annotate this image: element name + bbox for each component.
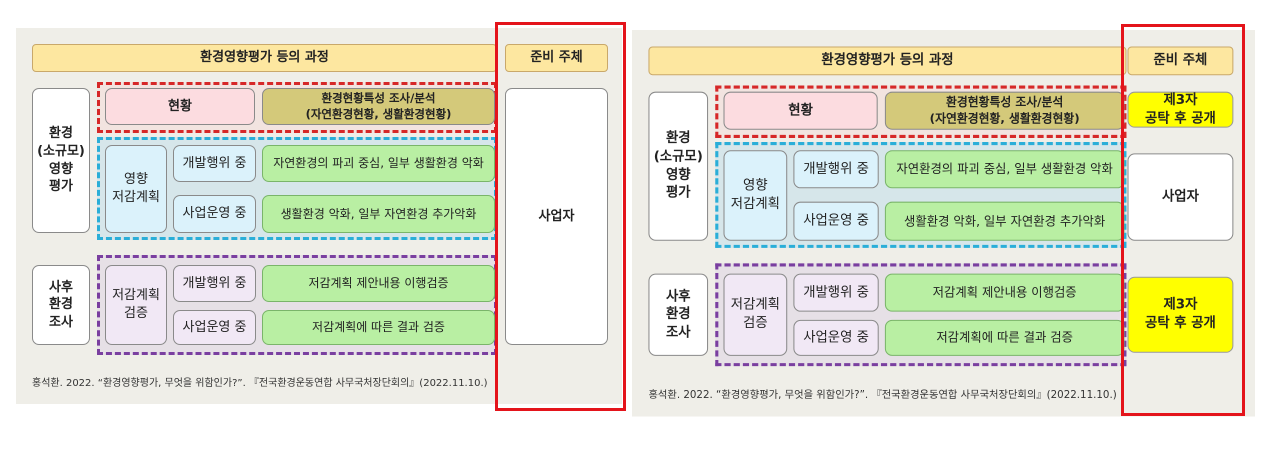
status-desc: 환경현황특성 조사/분석 (자연환경현황, 생활환경현황) [262, 88, 495, 125]
highlight-box-right [1121, 24, 1245, 416]
process-header: 환경영향평가 등의 과정 [648, 46, 1127, 76]
mitigation-phase: 개발행위 중 [793, 150, 879, 189]
citation: 홍석환. 2022. “환경영향평가, 무엇을 위함인가?”. 『전국환경운동연… [32, 378, 488, 389]
preparer-third-party-status: 제3자 공탁 후 공개 [1127, 91, 1234, 128]
mitigation-label: 영향 저감계획 [723, 150, 788, 241]
preparer-business: 사업자 [1127, 153, 1234, 241]
verification-desc: 저감계획 제안내용 이행검증 [262, 265, 495, 302]
post-survey-label: 사후 환경 조사 [32, 265, 90, 345]
mitigation-phase: 사업운영 중 [793, 201, 879, 241]
mitigation-label: 영향 저감계획 [105, 145, 167, 233]
citation: 홍석환. 2022. “환경영향평가, 무엇을 위함인가?”. 『전국환경운동연… [648, 389, 1117, 402]
status-desc: 환경현황특성 조사/분석 (자연환경현황, 생활환경현황) [884, 91, 1125, 130]
status-label: 현황 [105, 88, 255, 125]
preparer-header: 준비 주체 [505, 44, 608, 72]
verification-label: 저감계획 검증 [105, 265, 167, 345]
preparer-header: 준비 주체 [1127, 46, 1234, 76]
verification-desc: 저감계획에 따른 결과 검증 [262, 310, 495, 345]
mitigation-desc: 자연환경의 파괴 중심, 일부 생활환경 악화 [262, 145, 495, 182]
preparer-third-party-post: 제3자 공탁 후 공개 [1127, 276, 1234, 353]
mitigation-phase: 개발행위 중 [173, 145, 256, 182]
mitigation-desc: 생활환경 악화, 일부 자연환경 추가악화 [884, 201, 1125, 241]
highlight-box-left [495, 22, 626, 411]
verification-phase: 개발행위 중 [173, 265, 256, 302]
verification-desc: 저감계획 제안내용 이행검증 [884, 273, 1125, 312]
verification-phase: 개발행위 중 [793, 273, 879, 312]
mitigation-desc: 자연환경의 파괴 중심, 일부 생활환경 악화 [884, 150, 1125, 189]
diagram-current: 환경영향평가 등의 과정 준비 주체 환경 (소규모) 영향 평가 사후 환경 … [16, 28, 622, 404]
verification-desc: 저감계획에 따른 결과 검증 [884, 319, 1125, 356]
post-survey-label: 사후 환경 조사 [648, 273, 709, 356]
diagram-proposed: 환경영향평가 등의 과정 준비 주체 환경 (소규모) 영향 평가 사후 환경 … [632, 30, 1255, 417]
eia-label: 환경 (소규모) 영향 평가 [648, 91, 709, 241]
process-header: 환경영향평가 등의 과정 [32, 44, 497, 72]
mitigation-phase: 사업운영 중 [173, 195, 256, 233]
eia-label: 환경 (소규모) 영향 평가 [32, 88, 90, 233]
verification-phase: 사업운영 중 [793, 319, 879, 356]
mitigation-desc: 생활환경 악화, 일부 자연환경 추가악화 [262, 195, 495, 233]
verification-phase: 사업운영 중 [173, 310, 256, 345]
preparer-business: 사업자 [505, 88, 608, 345]
status-label: 현황 [723, 91, 878, 130]
verification-label: 저감계획 검증 [723, 273, 788, 356]
